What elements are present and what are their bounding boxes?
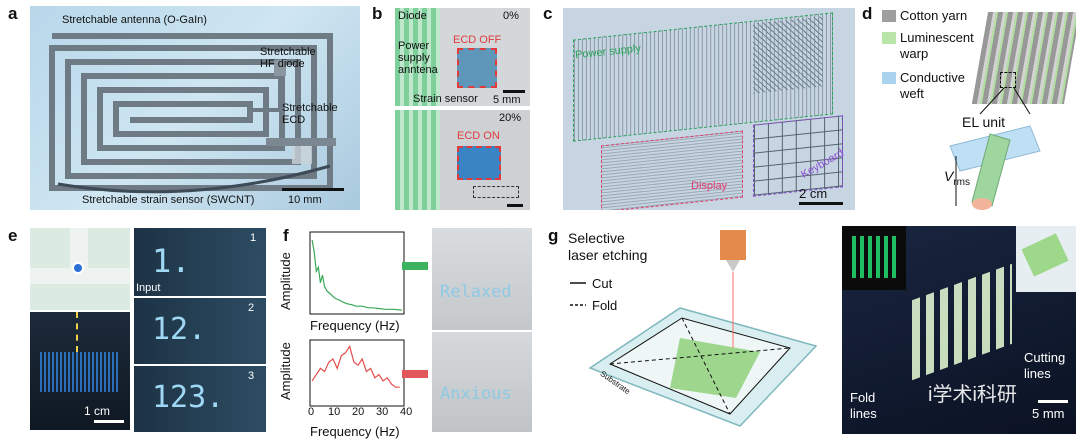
- panel-b-top-photo: Diode Power supply anntena 0% ECD OFF St…: [395, 8, 530, 106]
- f-spectrum-line-1: [311, 344, 400, 388]
- label-vrms: Vrms: [944, 168, 970, 188]
- f-tick-4: 40: [400, 406, 413, 418]
- panel-e-hand-photo: 1 cm: [30, 312, 130, 430]
- el-unit-diagram: [949, 87, 1041, 210]
- label-antenna: Stretchable antenna (O-GaIn): [62, 14, 207, 26]
- label-c-display: Display: [691, 180, 728, 192]
- label-ecd-on: ECD ON: [457, 130, 500, 142]
- vrms-sub: rms: [953, 176, 971, 188]
- scale-label-h: 5 mm: [1032, 406, 1065, 421]
- panel-a-photo: Stretchable antenna (O-GaIn) Stretchable…: [30, 6, 360, 210]
- input-digits-1: 1.: [152, 242, 191, 280]
- legend-luminescent: Luminescent warp: [900, 30, 974, 61]
- input-digits-3: 123.: [152, 380, 225, 415]
- label-fold-lines: Fold lines: [850, 390, 877, 421]
- watermark: i学术i科研: [928, 384, 1017, 406]
- scale-bar-a: [282, 188, 344, 191]
- f-tick-0: 0: [308, 406, 315, 418]
- panel-e-input-3: 123. 3: [134, 366, 266, 432]
- panel-letter-e: e: [8, 226, 18, 245]
- scale-label-a: 10 mm: [288, 194, 322, 206]
- arrow-green: [402, 262, 428, 270]
- antenna-coil: [49, 33, 336, 194]
- arrow-red: [402, 370, 428, 378]
- label-ecd: Stretchable ECD: [282, 102, 338, 126]
- el-unit-box: [1000, 72, 1016, 88]
- panel-letter-a: a: [8, 4, 18, 23]
- panel-b-bottom-photo: 20% ECD ON: [395, 110, 530, 210]
- g-diagram: [570, 230, 818, 427]
- label-strain-sensor: Stretchable strain sensor (SWCNT): [82, 194, 255, 206]
- panel-letter-c: c: [543, 4, 553, 23]
- word-relaxed: Relaxed: [440, 282, 512, 302]
- panel-c-photo: Power supply Display Keyboard 2 cm: [563, 8, 855, 210]
- f-spectrum-line-0: [311, 239, 402, 311]
- panel-letter-b: b: [372, 4, 383, 23]
- g-title: Selective laser etching: [568, 230, 648, 263]
- g-fold-label: Fold: [592, 298, 618, 313]
- panel-letter-f: f: [283, 226, 289, 245]
- panel-f-shirt-top: Relaxed: [432, 228, 532, 330]
- label-cutting-lines: Cutting lines: [1024, 350, 1066, 381]
- input-digits-2: 12.: [152, 312, 207, 347]
- f-tick-3: 30: [376, 406, 389, 418]
- panel-letter-g: g: [548, 226, 559, 245]
- word-anxious: Anxious: [440, 384, 512, 404]
- panel-h-photo: Fold lines Cutting lines i学术i科研 5 mm: [842, 226, 1076, 434]
- f-chart-frame-0: [309, 231, 405, 315]
- legend-cotton: Cotton yarn: [900, 8, 968, 23]
- f-tick-2: 20: [352, 406, 365, 418]
- vrms-v: V: [944, 168, 954, 184]
- input-mark-2: 2: [248, 302, 255, 314]
- label-b-sensor: Strain sensor: [413, 93, 478, 105]
- panel-f-shirt-bottom: Anxious: [432, 332, 532, 432]
- panel-d: Cotton yarn Luminescent warp Conductive …: [880, 6, 1076, 216]
- pattern-inset: [842, 226, 906, 290]
- f-xlabel-top: Frequency (Hz): [310, 318, 400, 333]
- legend-swatch-cotton: [882, 10, 896, 22]
- panel-e-input-2: 12. 2: [134, 298, 266, 364]
- legend-swatch-luminescent: [882, 32, 896, 44]
- label-b-pct-top: 0%: [503, 10, 519, 22]
- label-ecd-off: ECD OFF: [453, 34, 502, 46]
- location-marker: [72, 262, 84, 274]
- f-chart-frame-1: [309, 339, 405, 407]
- input-mark-3: 3: [248, 370, 255, 382]
- panel-e-input-1: 1. 1 Input: [134, 228, 266, 296]
- folded-inset: [1016, 226, 1076, 292]
- scale-label-e: 1 cm: [84, 404, 111, 418]
- panel-letter-d: d: [862, 4, 873, 23]
- label-el-unit: EL unit: [962, 114, 1006, 130]
- input-mark-1: 1: [250, 232, 257, 244]
- panel-g: Selective laser etching Cut Fold Substra…: [560, 228, 844, 434]
- panel-e-map: [30, 228, 130, 310]
- g-cut-label: Cut: [592, 276, 613, 291]
- emitting-units: [912, 263, 1012, 381]
- scale-label-b: 5 mm: [493, 94, 521, 106]
- scale-bar-c: [799, 202, 843, 205]
- scale-bar-b2: [507, 204, 523, 207]
- label-diode: Stretchable HF diode: [260, 46, 316, 70]
- f-xlabel-bottom: Frequency (Hz): [310, 424, 400, 439]
- legend-conductive: Conductive weft: [900, 70, 966, 101]
- scale-label-c: 2 cm: [799, 186, 828, 201]
- scale-bar-h: [1038, 400, 1068, 403]
- scale-bar-b: [503, 90, 525, 93]
- legend-swatch-conductive: [882, 72, 896, 84]
- label-input: Input: [136, 282, 161, 294]
- f-tick-1: 10: [328, 406, 341, 418]
- label-b-power: Power supply anntena: [398, 40, 438, 76]
- label-b-diode: Diode: [398, 10, 427, 22]
- scale-bar-e: [94, 420, 124, 423]
- label-b-pct-bottom: 20%: [499, 112, 522, 124]
